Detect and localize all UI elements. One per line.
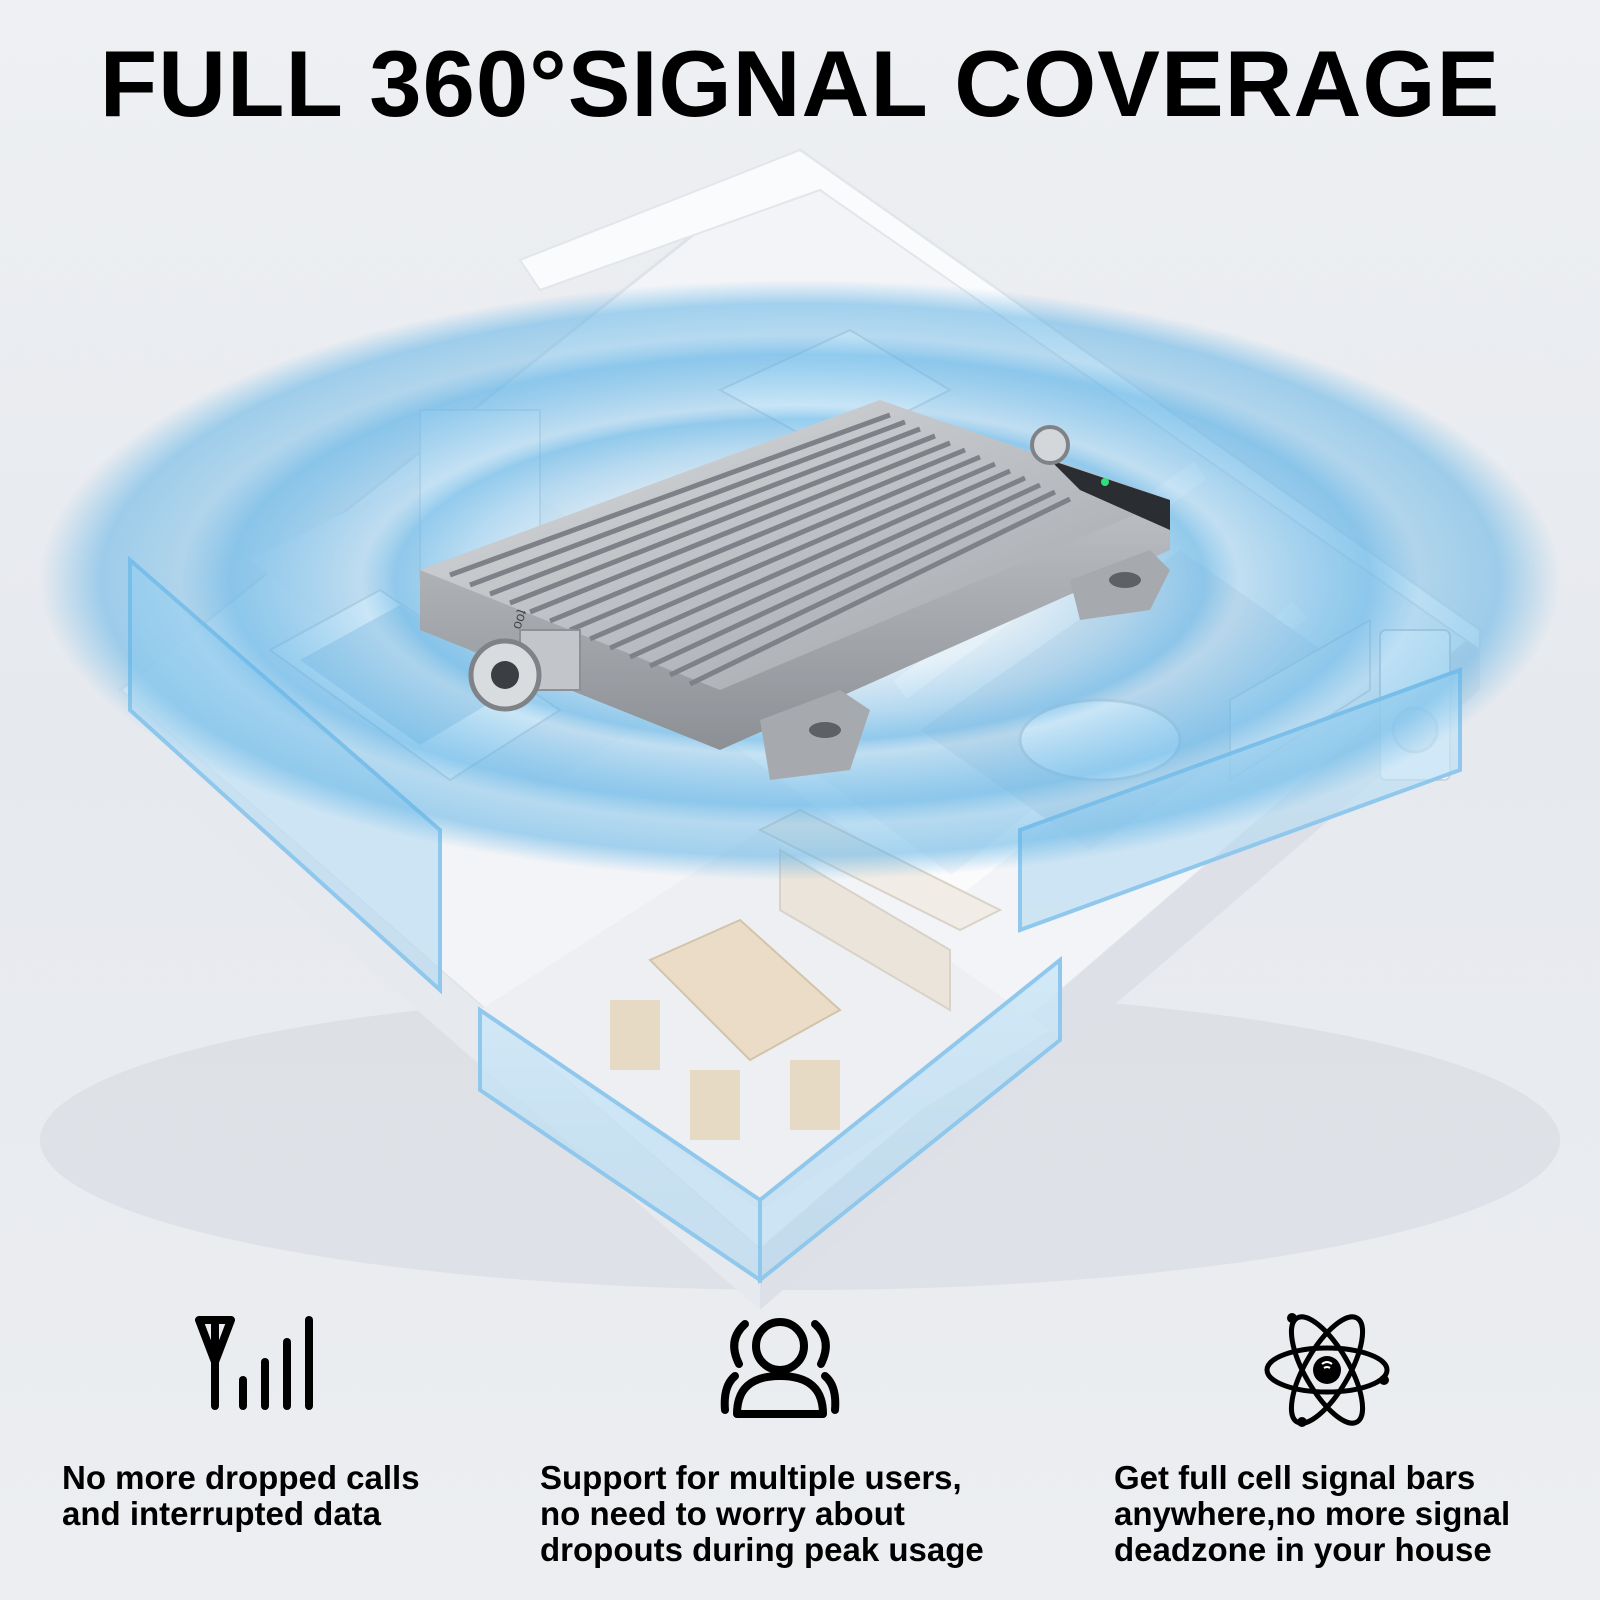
- n-connector-pin: [491, 661, 519, 689]
- feature-list: No more dropped calls and interrupted da…: [0, 1300, 1600, 1600]
- chair: [690, 1070, 740, 1140]
- chair: [610, 1000, 660, 1070]
- house-coverage-illustration: ooʇ: [0, 130, 1600, 1310]
- sofa-seat: [779, 848, 951, 1012]
- device-panel: [1050, 460, 1170, 530]
- feature-text: No more dropped calls and interrupted da…: [62, 1459, 420, 1532]
- feature-text: Support for multiple users, no need to w…: [540, 1459, 984, 1568]
- mounting-hole: [809, 722, 841, 738]
- chair: [790, 1060, 840, 1130]
- mounting-hole: [1109, 572, 1141, 588]
- device-top: [420, 400, 1170, 690]
- n-connector: [1030, 425, 1070, 465]
- status-led: [1101, 478, 1109, 486]
- dining-table: [648, 918, 842, 1062]
- antenna-signal-bars-icon: [195, 1310, 325, 1415]
- atom-signal-icon: [1262, 1310, 1392, 1435]
- glass-railing: [758, 955, 1062, 1285]
- feature-text: Get full cell signal bars anywhere,no mo…: [1114, 1459, 1511, 1568]
- port-label: ooʇ: [508, 607, 530, 631]
- group-users-icon: [715, 1310, 845, 1425]
- heat-sink-fins: [449, 412, 1072, 687]
- signal-booster-device: ooʇ: [420, 400, 1170, 780]
- page-headline: FULL 360°SIGNAL COVERAGE: [99, 31, 1501, 136]
